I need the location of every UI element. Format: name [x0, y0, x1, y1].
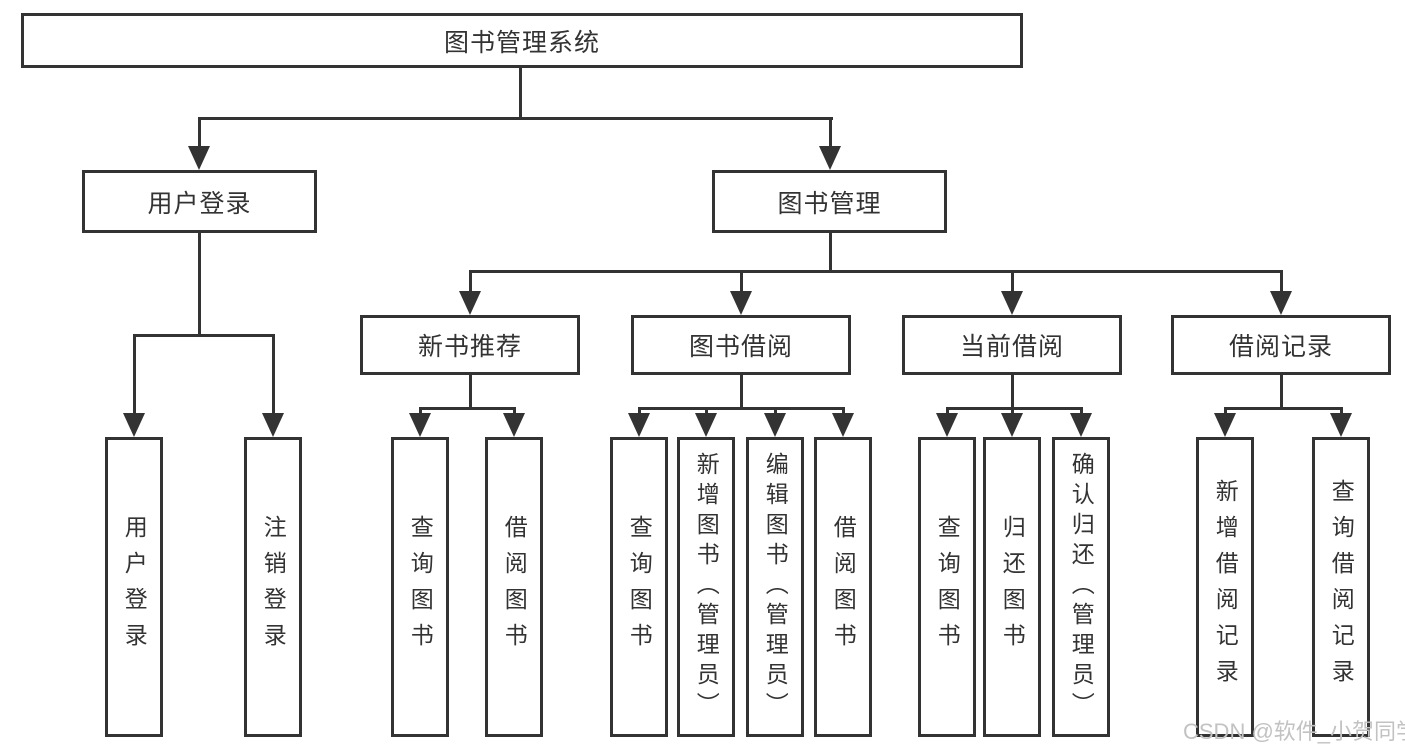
connector-line [946, 407, 1082, 410]
connector-line [705, 407, 708, 417]
connector-line [829, 117, 832, 149]
leaf-label: 借阅图书 [501, 515, 528, 659]
leaf-label: 新增借阅记录 [1212, 479, 1239, 695]
leaf-logout: 注销登录 [244, 437, 302, 737]
leaf-borrow-books: 借阅图书 [814, 437, 872, 737]
connector-line [1280, 373, 1283, 410]
connector-line [133, 334, 136, 416]
leaf-newbook-borrow-books: 借阅图书 [485, 437, 543, 737]
arrowhead-down-icon [188, 146, 210, 170]
node-new-book-recommend: 新书推荐 [360, 315, 580, 375]
arrowhead-down-icon [1330, 413, 1352, 437]
node-library-management-system: 图书管理系统 [21, 13, 1023, 68]
connector-line [419, 407, 422, 417]
leaf-label: 查询图书 [934, 515, 961, 659]
connector-line [842, 407, 845, 417]
connector-line [1011, 407, 1014, 417]
arrowhead-down-icon [695, 413, 717, 437]
arrowhead-down-icon [1001, 291, 1023, 315]
leaf-label: 归还图书 [999, 515, 1026, 659]
leaf-label: 用户登录 [121, 515, 148, 659]
connector-line [198, 117, 833, 120]
leaf-label: 查询借阅记录 [1328, 479, 1355, 695]
csdn-watermark: CSDN @软件_小贺同学 [1183, 719, 1405, 744]
leaf-label: 确认归还（管理员） [1068, 452, 1095, 722]
leaf-label: 新增图书（管理员） [693, 452, 720, 722]
leaf-confirm-return-admin: 确认归还（管理员） [1052, 437, 1110, 737]
arrowhead-down-icon [262, 413, 284, 437]
connector-line [419, 407, 515, 410]
connector-line [1080, 407, 1083, 417]
arrowhead-down-icon [628, 413, 650, 437]
arrowhead-down-icon [503, 413, 525, 437]
leaf-query-borrow-record: 查询借阅记录 [1312, 437, 1370, 737]
leaf-label: 借阅图书 [830, 515, 857, 659]
connector-line [513, 407, 516, 417]
connector-line [469, 373, 472, 410]
arrowhead-down-icon [123, 413, 145, 437]
arrowhead-down-icon [1070, 413, 1092, 437]
connector-line [638, 407, 641, 417]
leaf-return-books: 归还图书 [983, 437, 1041, 737]
node-book-borrow: 图书借阅 [631, 315, 851, 375]
node-book-management: 图书管理 [712, 170, 947, 233]
leaf-borrow-query-books: 查询图书 [610, 437, 668, 737]
connector-line [469, 270, 472, 295]
connector-line [519, 66, 522, 119]
connector-line [469, 270, 1283, 273]
connector-line [946, 407, 949, 417]
connector-line [1011, 373, 1014, 410]
connector-line [774, 407, 777, 417]
leaf-newbook-query-books: 查询图书 [391, 437, 449, 737]
arrowhead-down-icon [936, 413, 958, 437]
leaf-edit-books-admin: 编辑图书（管理员） [746, 437, 804, 737]
arrowhead-down-icon [1214, 413, 1236, 437]
connector-line [740, 270, 743, 295]
leaf-add-borrow-record: 新增借阅记录 [1196, 437, 1254, 737]
arrowhead-down-icon [409, 413, 431, 437]
arrowhead-down-icon [764, 413, 786, 437]
node-user-login: 用户登录 [82, 170, 317, 233]
leaf-label: 注销登录 [260, 515, 287, 659]
leaf-user-login: 用户登录 [105, 437, 163, 737]
connector-line [272, 334, 275, 416]
leaf-label: 查询图书 [407, 515, 434, 659]
connector-line [1224, 407, 1342, 410]
arrowhead-down-icon [459, 291, 481, 315]
connector-line [198, 231, 201, 336]
arrowhead-down-icon [1001, 413, 1023, 437]
connector-line [1011, 270, 1014, 295]
arrowhead-down-icon [730, 291, 752, 315]
connector-line [638, 407, 843, 410]
arrowhead-down-icon [832, 413, 854, 437]
connector-line [1340, 407, 1343, 417]
connector-line [740, 373, 743, 410]
connector-line [829, 231, 832, 273]
connector-line [133, 334, 275, 337]
leaf-label: 编辑图书（管理员） [762, 452, 789, 722]
leaf-add-books-admin: 新增图书（管理员） [677, 437, 735, 737]
connector-line [1280, 270, 1283, 295]
arrowhead-down-icon [1270, 291, 1292, 315]
leaf-label: 查询图书 [626, 515, 653, 659]
node-borrow-record: 借阅记录 [1171, 315, 1391, 375]
connector-line [198, 117, 201, 149]
node-current-borrow: 当前借阅 [902, 315, 1122, 375]
arrowhead-down-icon [819, 146, 841, 170]
leaf-current-query-books: 查询图书 [918, 437, 976, 737]
connector-line [1224, 407, 1227, 417]
